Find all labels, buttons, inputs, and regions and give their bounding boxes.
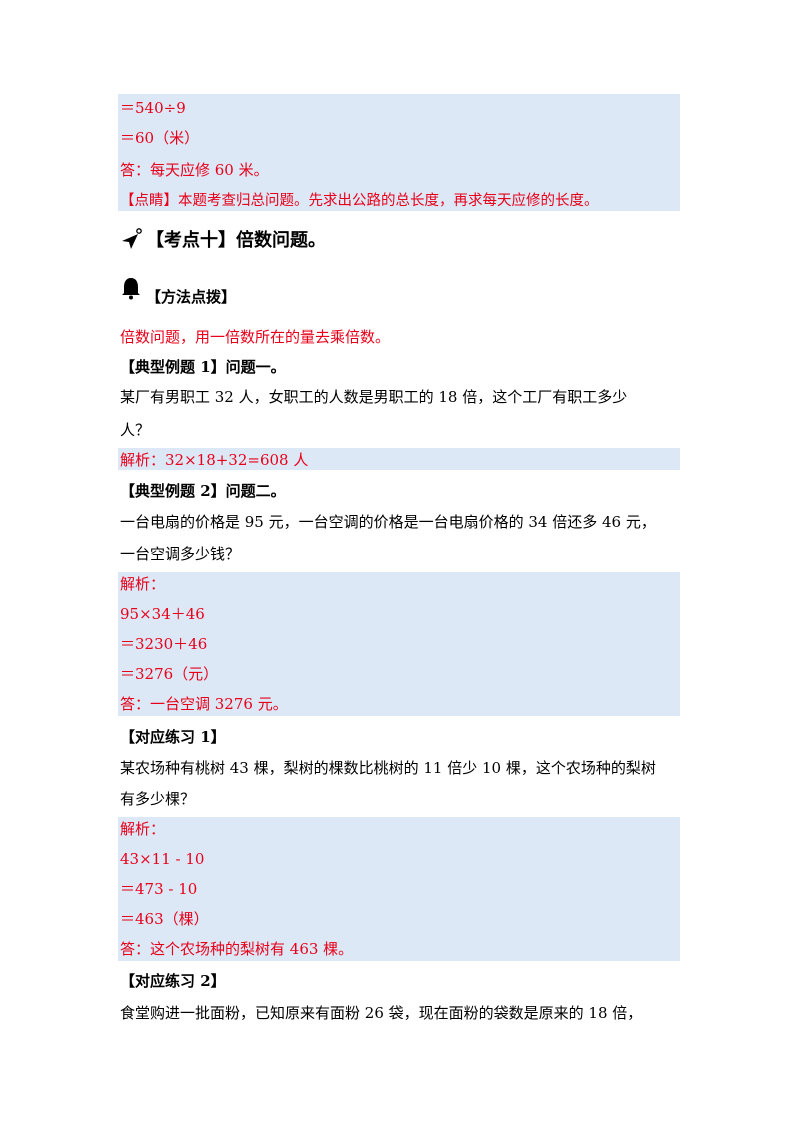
solution-shade-top: [118, 94, 680, 211]
solution-answer: 答：每天应修 60 米。: [120, 161, 269, 179]
example2-analysis-line: ＝3230＋46: [120, 635, 208, 653]
method-label: 【方法点拨】: [146, 288, 237, 306]
solution-line: ＝60（米）: [120, 129, 200, 147]
practice1-title: 【对应练习 1】: [120, 728, 226, 746]
practice1-answer: 答：这个农场种的梨树有 463 棵。: [120, 940, 354, 958]
practice1-analysis-line: 43×11 - 10: [120, 850, 205, 868]
solution-line: ＝540÷9: [120, 99, 186, 117]
example1-title: 【典型例题 1】问题一。: [120, 358, 286, 376]
practice1-analysis-line: ＝473 - 10: [120, 880, 198, 898]
practice1-analysis-line: ＝463（棵）: [120, 910, 209, 928]
practice1-shade: [118, 817, 680, 961]
practice2-title: 【对应练习 2】: [120, 972, 226, 990]
example2-analysis-line: 95×34＋46: [120, 605, 205, 623]
example1-question: 某厂有男职工 32 人，女职工的人数是男职工的 18 倍，这个工厂有职工多少: [120, 388, 628, 406]
navigation-arrow-icon: [120, 228, 142, 252]
example2-answer: 答：一台空调 3276 元。: [120, 695, 288, 713]
practice1-analysis-label: 解析：: [120, 820, 166, 838]
bell-icon: [120, 276, 142, 300]
solution-tip: 【点睛】本题考查归总问题。先求出公路的总长度，再求每天应修的长度。: [120, 193, 599, 209]
example2-title: 【典型例题 2】问题二。: [120, 482, 286, 500]
section-title: 【考点十】倍数问题。: [146, 230, 326, 251]
practice1-question: 有多少棵？: [120, 790, 196, 808]
practice2-question: 食堂购进一批面粉，已知原来有面粉 26 袋，现在面粉的袋数是原来的 18 倍，: [120, 1004, 643, 1022]
example2-question: 一台空调多少钱？: [120, 545, 241, 563]
example2-question: 一台电扇的价格是 95 元，一台空调的价格是一台电扇价格的 34 倍还多 46 …: [120, 513, 656, 531]
example1-analysis: 解析：32×18+32=608 人: [120, 451, 309, 469]
example2-analysis-label: 解析：: [120, 575, 166, 593]
example2-shade: [118, 572, 680, 716]
method-text: 倍数问题，用一倍数所在的量去乘倍数。: [120, 328, 391, 346]
example2-analysis-line: ＝3276（元）: [120, 665, 219, 683]
example1-question: 人？: [120, 421, 151, 439]
example1-shade: [118, 448, 680, 470]
practice1-question: 某农场种有桃树 43 棵，梨树的棵数比桃树的 11 倍少 10 棵，这个农场种的…: [120, 759, 656, 777]
